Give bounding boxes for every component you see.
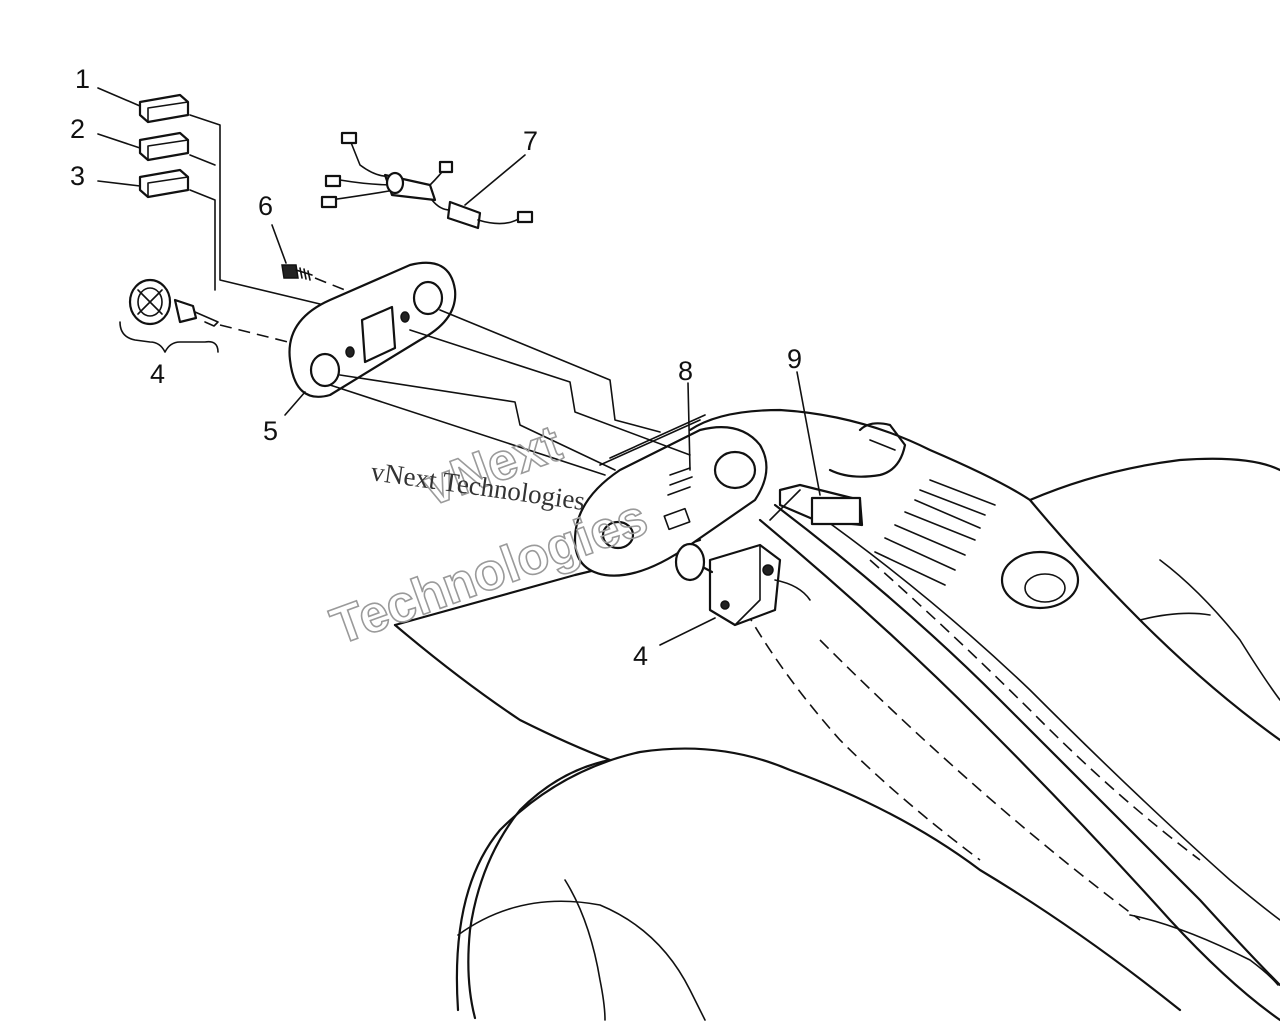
callout-2: 2 — [70, 114, 85, 144]
screw-6 — [281, 264, 313, 281]
callout-4-switch: 4 — [633, 641, 648, 671]
watermark: vNext Technologies vNext Technologies — [323, 414, 656, 657]
switch-9 — [769, 483, 864, 527]
key-switch-installed — [674, 542, 811, 627]
vent-lines — [874, 479, 996, 586]
indicator-light-2 — [138, 131, 190, 162]
indicator-light-3 — [138, 168, 190, 199]
callout-3: 3 — [70, 161, 85, 191]
callout-7: 7 — [523, 126, 538, 156]
wire-harness-7 — [320, 131, 534, 230]
cap-hole — [1000, 550, 1080, 610]
indicator-light-1 — [138, 93, 190, 124]
callout-1: 1 — [75, 64, 90, 94]
callout-6: 6 — [258, 191, 273, 221]
bracket-4 — [119, 321, 219, 353]
key-and-nut-4 — [128, 278, 219, 327]
callout-9: 9 — [787, 344, 802, 374]
callout-8: 8 — [678, 356, 693, 386]
callout-5: 5 — [263, 416, 278, 446]
callout-4-key: 4 — [150, 359, 165, 389]
rear-fender — [393, 408, 1280, 1022]
mounting-plate-5 — [288, 261, 457, 398]
